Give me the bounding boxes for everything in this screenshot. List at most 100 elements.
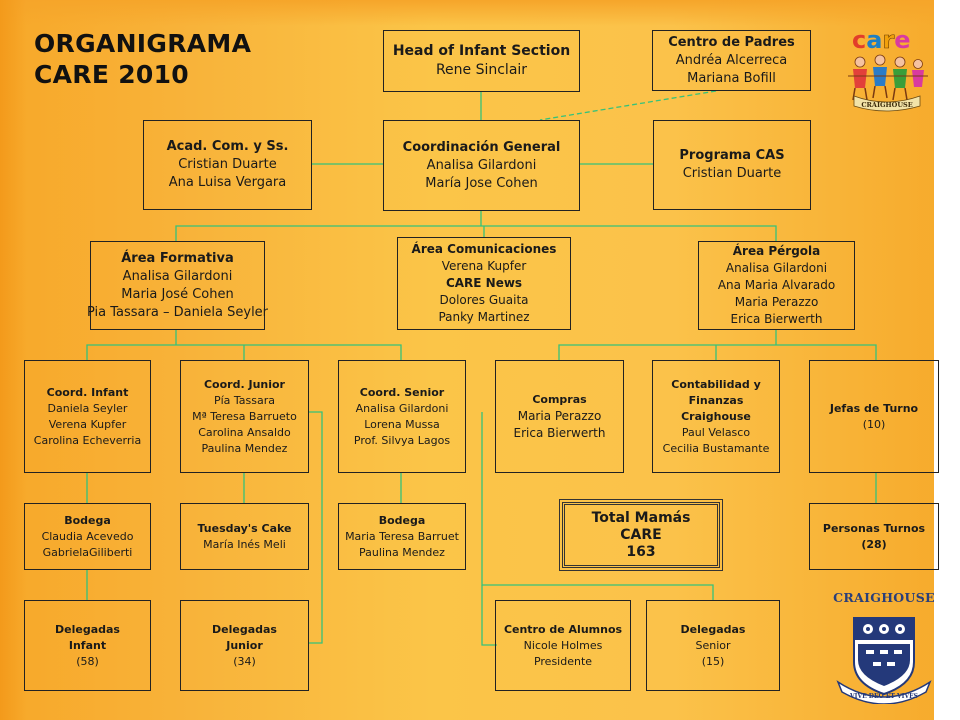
box-centro-de-padres: Centro de Padres Andréa Alcerreca Marian… [652,30,811,91]
connector-senior-alumnos [481,412,714,600]
box-personas-turnos: Personas Turnos (28) [809,503,939,570]
box-coord-infant: Coord. Infant Daniela Seyler Verena Kupf… [24,360,151,473]
box-line: Analisa Gilardoni [725,261,828,275]
craighouse-crest-icon: VIVE DEO ET VIVES [836,617,932,704]
box-line: Presidente [533,654,593,668]
box-line: Ana Luisa Vergara [168,175,287,190]
box-title: Centro de Alumnos [503,622,623,636]
box-title-2: Infant [68,638,107,652]
box-line: Verena Kupfer [441,259,527,273]
box-line: Carolina Ansaldo [198,425,291,439]
connector-junior-delegadas [309,411,323,644]
title-line-1: ORGANIGRAMA [34,29,252,58]
box-title: Delegadas [55,622,120,636]
box-title: Delegadas [212,622,277,636]
box-line: Cristian Duarte [178,157,277,172]
box-acad-com-ss: Acad. Com. y Ss. Cristian Duarte Ana Lui… [143,120,312,210]
box-line: Maria Perazzo [517,408,602,423]
box-line: Analisa Gilardoni [426,157,537,173]
box-bodega-infant: Bodega Claudia Acevedo GabrielaGiliberti [24,503,151,570]
box-line: Senior [695,638,731,652]
box-title: Jefas de Turno [829,401,919,415]
box-delegadas-senior: Delegadas Senior (15) [646,600,780,691]
box-line: Maria Teresa Barruet [345,529,459,543]
box-line: (15) [701,654,725,668]
box-line: (34) [233,654,256,668]
box-line: Erica Bierwerth [730,312,823,326]
box-title: Delegadas [680,622,746,636]
box-title: Compras [532,392,587,406]
box-title: Centro de Padres [668,34,795,50]
box-line: Paul Velasco [681,425,751,439]
box-coordinacion-general: Coordinación General Analisa Gilardoni M… [383,120,580,211]
box-title: Acad. Com. y Ss. [166,139,289,154]
box-line: Pía Tassara [213,393,276,407]
box-line: Panky Martinez [438,310,530,324]
box-line: Daniela Seyler [47,401,128,415]
box-line: Paulina Mendez [201,441,288,455]
box-line: Mª Teresa Barrueto [192,409,297,423]
box-line: Pia Tassara – Daniela Seyler [86,304,269,320]
box-tuesdays-cake: Tuesday's Cake María Inés Meli [180,503,309,570]
box-bodega-senior: Bodega Maria Teresa Barruet Paulina Mend… [338,503,466,570]
care-logo: care CRAIGHOUSE [848,26,928,112]
box-area-pergola: Área Pérgola Analisa Gilardoni Ana Maria… [698,241,855,330]
box-delegadas-infant: Delegadas Infant (58) [24,600,151,691]
box-title: Área Pérgola [732,244,821,258]
box-line: GabrielaGiliberti [42,545,133,559]
box-line: Maria José Cohen [121,286,234,302]
top-shading [0,0,960,26]
box-line: Mariana Bofill [687,70,776,86]
box-line: Maria Perazzo [734,295,819,309]
box-title-2: Junior [226,638,263,652]
box-line: Prof. Silvya Lagos [353,433,451,447]
box-title: Head of Infant Section [392,43,571,59]
box-title: Bodega [378,513,426,527]
crest-motto: VIVE DEO ET VIVES [849,693,918,700]
box-programa-cas: Programa CAS Cristian Duarte [653,120,811,210]
connector-padres-coord [539,90,717,121]
box-delegadas-junior: Delegadas Junior (34) [180,600,309,691]
box-line: Erica Bierwerth [513,425,606,440]
box-line: Paulina Mendez [359,545,445,559]
box-title: Tuesday's Cake [197,521,292,535]
box-area-comunicaciones: Área Comunicaciones Verena Kupfer CARE N… [397,237,571,330]
box-title: Coord. Junior [203,377,285,391]
box-line: Verena Kupfer [48,417,127,431]
box-title: Área Formativa [121,250,234,266]
box-title: Coord. Infant [46,385,129,399]
box-line: Nicole Holmes [523,638,603,652]
total-line-2: CARE [620,526,662,543]
care-logo-text: care [852,26,911,54]
box-title: Coord. Senior [359,385,445,399]
box-title: Coordinación General [402,139,561,155]
box-line: Carolina Echeverria [33,433,142,447]
box-title: Área Comunicaciones [411,242,557,256]
care-banner: CRAIGHOUSE [853,95,921,112]
box-jefas-de-turno: Jefas de Turno (10) [809,360,939,473]
connector-areas-bus [175,225,777,241]
box-compras: Compras Maria Perazzo Erica Bierwerth [495,360,624,473]
box-line: Analisa Gilardoni [355,401,449,415]
box-line: Rene Sinclair [435,62,528,78]
crest-name: CRAIGHOUSE [833,590,935,605]
box-head-of-infant-section: Head of Infant Section Rene Sinclair [383,30,580,92]
total-line-3: 163 [626,543,656,560]
children-figures-icon [848,54,928,101]
left-shading [0,0,26,720]
box-area-formativa: Área Formativa Analisa Gilardoni Maria J… [86,241,269,330]
box-title: Contabilidad y Finanzas Craighouse [671,377,761,423]
box-line: Lorena Mussa [364,417,440,431]
box-subtitle: CARE News [445,276,523,290]
box-line: Ana Maria Alvarado [717,278,836,292]
box-contabilidad-finanzas: Contabilidad y Finanzas Craighouse Paul … [652,360,780,473]
box-line: (10) [862,417,886,431]
box-line: María Inés Meli [203,537,286,551]
box-title: Personas Turnos [822,521,926,535]
box-coord-senior: Coord. Senior Analisa Gilardoni Lorena M… [338,360,466,473]
box-line: Andréa Alcerreca [675,52,788,68]
box-line: Claudia Acevedo [41,529,134,543]
connector-pergola-bus [558,344,877,360]
